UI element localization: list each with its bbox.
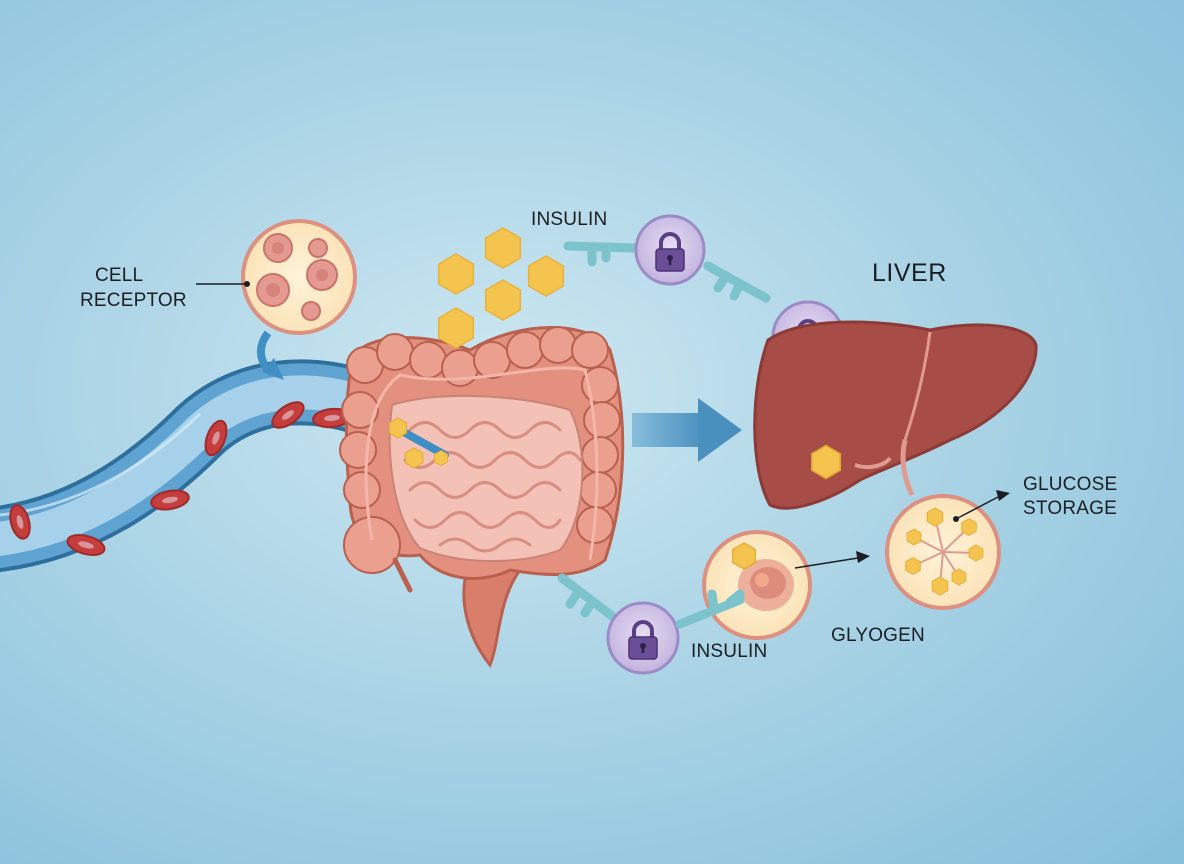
arrow-right-icon [632, 398, 742, 462]
glycogen-label: GLYOGEN [831, 625, 925, 646]
hexagon-icon [732, 542, 756, 570]
glucose-storage-pointer [953, 490, 1010, 522]
glycogen-cell [702, 530, 812, 640]
cell-receptor-cell [241, 219, 357, 335]
glucose-storage-label-line2: STORAGE [1023, 498, 1117, 519]
key-icon [557, 573, 617, 621]
liver [753, 320, 1038, 510]
cell-receptor-label-line2: RECEPTOR [80, 290, 187, 311]
hexagon-icon [527, 255, 565, 297]
hexagon-icon [484, 279, 522, 321]
insulin-label-bottom: INSULIN [691, 641, 768, 662]
key-icon [703, 261, 771, 303]
hexagon-icon [810, 444, 842, 480]
intestines [339, 326, 625, 668]
hexagon-icon [437, 253, 475, 295]
insulin-label-top: INSULIN [531, 209, 608, 230]
key-icon [563, 241, 641, 267]
glycogen-arrow [794, 551, 870, 569]
hexagon-icon [484, 227, 522, 269]
key-icon [675, 589, 745, 629]
glucose-storage-cell [885, 494, 1001, 610]
glucose-storage-label-line1: GLUCOSE [1023, 474, 1118, 495]
padlock-icon [606, 601, 680, 675]
curved-arrow-icon [256, 330, 284, 380]
liver-label: LIVER [872, 259, 947, 287]
padlock-icon [634, 214, 706, 286]
cell-receptor-label-line1: CELL [95, 265, 144, 286]
